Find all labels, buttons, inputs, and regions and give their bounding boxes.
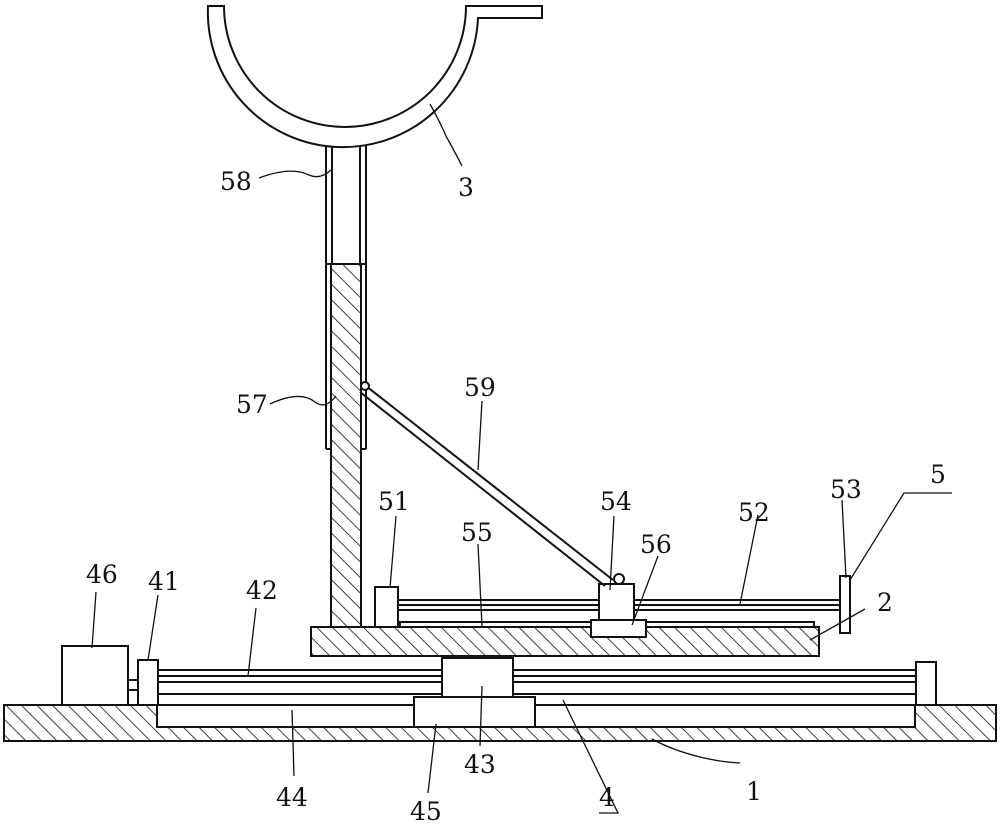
label-51: 51 [378, 487, 410, 516]
label-56: 56 [640, 530, 672, 559]
label-41: 41 [148, 567, 180, 596]
label-1: 1 [746, 777, 762, 806]
cradle [206, 5, 543, 149]
bearing-seat [374, 586, 399, 628]
label-42: 42 [246, 576, 278, 605]
guide-rail-left [137, 659, 159, 706]
slide-block [590, 619, 647, 638]
label-52: 52 [738, 498, 770, 527]
nut-block [441, 657, 514, 698]
traverse-assembly [128, 657, 937, 728]
plate [310, 626, 820, 657]
label-57: 57 [236, 390, 268, 419]
lift-assembly [325, 139, 851, 638]
label-58: 58 [220, 167, 252, 196]
handwheel [839, 575, 851, 634]
hinge-block [598, 583, 635, 621]
label-55: 55 [461, 518, 493, 547]
motor [61, 645, 129, 706]
link-rod [365, 385, 614, 581]
support-column [330, 263, 362, 628]
upper-hinge [360, 381, 370, 391]
label-46: 46 [86, 560, 118, 589]
label-5: 5 [930, 460, 946, 489]
reference-numerals: 58 3 57 59 51 55 54 56 52 53 5 2 46 41 4… [86, 167, 946, 826]
label-59: 59 [464, 373, 496, 402]
label-43: 43 [464, 750, 496, 779]
label-44: 44 [276, 783, 308, 812]
leader-lines [91, 103, 952, 814]
label-54: 54 [600, 487, 632, 516]
label-3: 3 [458, 173, 474, 202]
guide-rail-right [915, 661, 937, 706]
slide-rail [157, 693, 917, 706]
lower-hinge [613, 573, 625, 585]
label-45: 45 [410, 797, 442, 826]
label-53: 53 [830, 475, 862, 504]
label-2: 2 [877, 588, 893, 617]
label-4: 4 [599, 783, 615, 812]
slider [413, 696, 536, 728]
